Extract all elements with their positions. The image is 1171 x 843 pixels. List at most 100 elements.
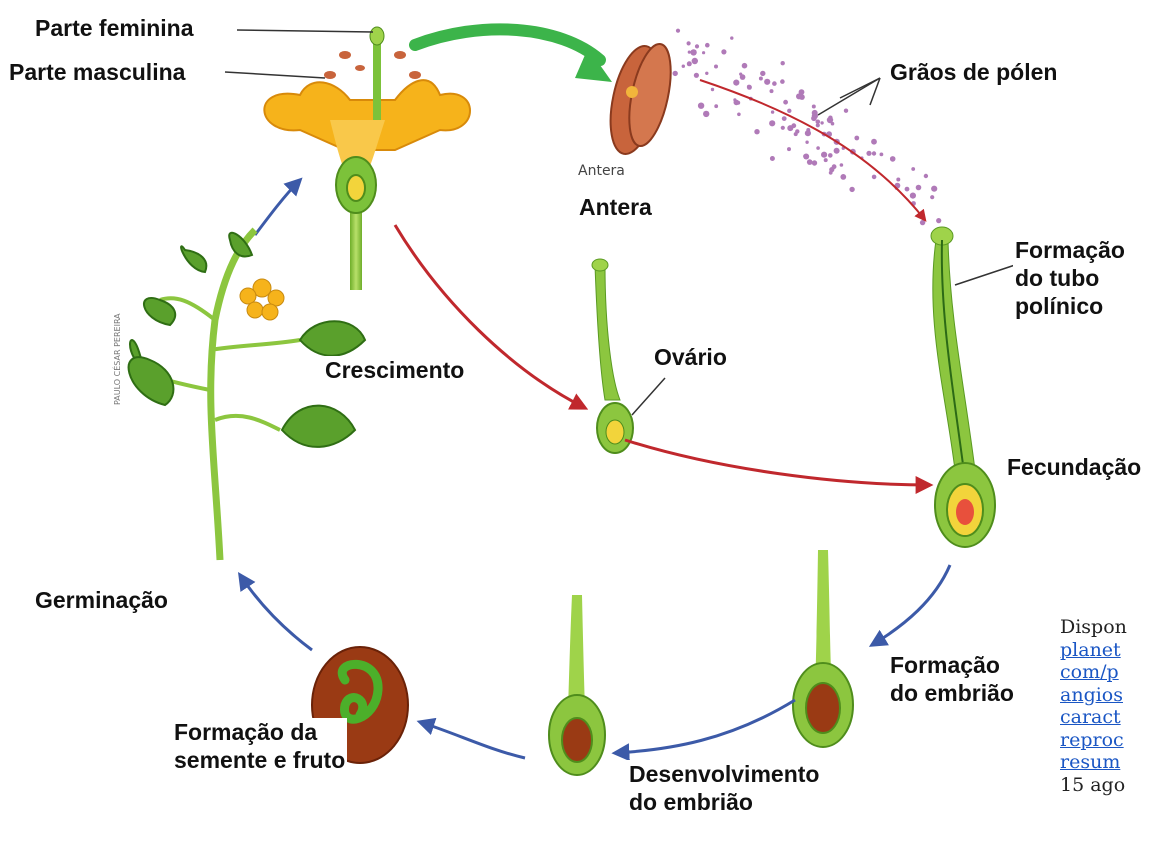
pollen-grain (890, 156, 896, 162)
pollen-grain (702, 51, 705, 54)
pollen-grain (880, 153, 884, 157)
pollen-grain (770, 156, 775, 161)
pollen-grain (736, 101, 740, 105)
source-link-line[interactable]: caract (1060, 706, 1171, 729)
source-link-line[interactable]: angios (1060, 684, 1171, 707)
pollen-grain (740, 74, 746, 80)
pollen-grain (828, 153, 833, 158)
pollen-grain (828, 116, 832, 120)
source-citation: Dispon planet com/p angios caract reproc… (1060, 616, 1171, 843)
pollen-grain (905, 187, 910, 192)
source-link-line[interactable]: planet (1060, 639, 1171, 662)
anther-illustration (602, 40, 678, 158)
pollen-grain (714, 104, 718, 108)
pollen-grain (695, 44, 699, 48)
label-embryo-development: Desenvolvimento do embrião (627, 760, 821, 816)
pollen-grain (920, 220, 925, 225)
label-seed-fruit-formation: Formação da semente e fruto (172, 718, 347, 774)
pollen-grain (896, 178, 900, 182)
pollen-grain (844, 109, 848, 113)
source-link-line[interactable]: reproc (1060, 729, 1171, 752)
pollen-grain (812, 110, 818, 116)
pollen-grain (795, 129, 799, 133)
pollen-grain (781, 126, 785, 130)
pollen-grain (872, 151, 876, 155)
label-anther-small: Antera (578, 163, 625, 179)
pollen-grain (799, 94, 805, 100)
pollen-grain (787, 109, 791, 113)
pollen-grain (910, 193, 916, 199)
pollen-grain (872, 175, 877, 180)
pollen-grain (840, 163, 844, 167)
label-male-part: Parte masculina (7, 58, 187, 86)
pollen-grain (780, 79, 785, 84)
pollen-grain (676, 29, 680, 33)
pollen-grain (816, 146, 820, 150)
fertilization-ovary (935, 463, 995, 547)
pollen-grain (692, 58, 698, 64)
pollen-grain (931, 186, 937, 192)
pollen-grain (690, 49, 696, 55)
pollen-grain (924, 174, 928, 178)
pollen-grain (787, 147, 791, 151)
source-link-line[interactable]: resum (1060, 751, 1171, 774)
label-ovary: Ovário (652, 343, 729, 371)
source-date: 15 ago (1060, 774, 1171, 797)
label-growth: Crescimento (323, 356, 466, 384)
label-female-part: Parte feminina (33, 14, 196, 42)
pollen-grain (772, 81, 777, 86)
pollen-grain (871, 139, 877, 145)
label-embryo-formation: Formação do embrião (888, 651, 1016, 707)
ovary-illustration (592, 259, 633, 453)
flower (264, 27, 470, 290)
pollen-grain (742, 63, 748, 69)
growing-plant (129, 230, 365, 560)
pollen-grain (781, 61, 785, 65)
pollen-grain (705, 72, 708, 75)
pollen-grain (834, 148, 840, 154)
label-germination: Germinação (33, 586, 170, 614)
pollen-grain (694, 73, 699, 78)
pollen-grain (866, 151, 871, 156)
label-pollen-tube-formation: Formação do tubo polínico (1013, 236, 1127, 320)
pollen-grain (759, 77, 763, 81)
pollen-grain (682, 65, 685, 68)
pollen-grain (831, 122, 835, 126)
pollen-grain (730, 36, 733, 39)
pollen-grain (711, 88, 714, 91)
pollen-grain (733, 80, 739, 86)
pollen-grain (687, 61, 692, 66)
pollen-grain (854, 136, 859, 141)
green-arrow (415, 29, 600, 60)
pollen-grain (688, 51, 691, 54)
pollen-grain (698, 103, 704, 109)
pollen-grain (911, 167, 915, 171)
pollen-grain (829, 171, 833, 175)
pollen-grain (754, 129, 759, 134)
embryo-development-illustration (549, 595, 605, 775)
pollen-grain (936, 218, 941, 223)
pollen-grain (791, 123, 796, 128)
pollen-grain (840, 174, 846, 180)
pollen-grain (764, 79, 770, 85)
label-pollen-grains: Grãos de pólen (888, 58, 1059, 86)
source-intro: Dispon (1060, 616, 1171, 639)
pollen-grain (816, 123, 820, 127)
pollen-grain (714, 65, 718, 69)
pollen-grain (769, 120, 775, 126)
pollen-grain (783, 100, 788, 105)
pollen-grain (849, 187, 854, 192)
pollen-grain (799, 89, 805, 95)
pollen-grain (916, 185, 922, 191)
pollen-grain (805, 130, 811, 136)
pollen-grain (820, 121, 823, 124)
pollen-grain (821, 152, 827, 158)
source-link-line[interactable]: com/p (1060, 661, 1171, 684)
pollen-grain (673, 71, 678, 76)
pollen-grain (771, 110, 774, 113)
pollen-grain (807, 159, 813, 165)
pollen-grain (930, 195, 934, 199)
label-fertilization: Fecundação (1005, 453, 1143, 481)
illustration-credit: PAULO CÉSAR PEREIRA (113, 313, 122, 405)
